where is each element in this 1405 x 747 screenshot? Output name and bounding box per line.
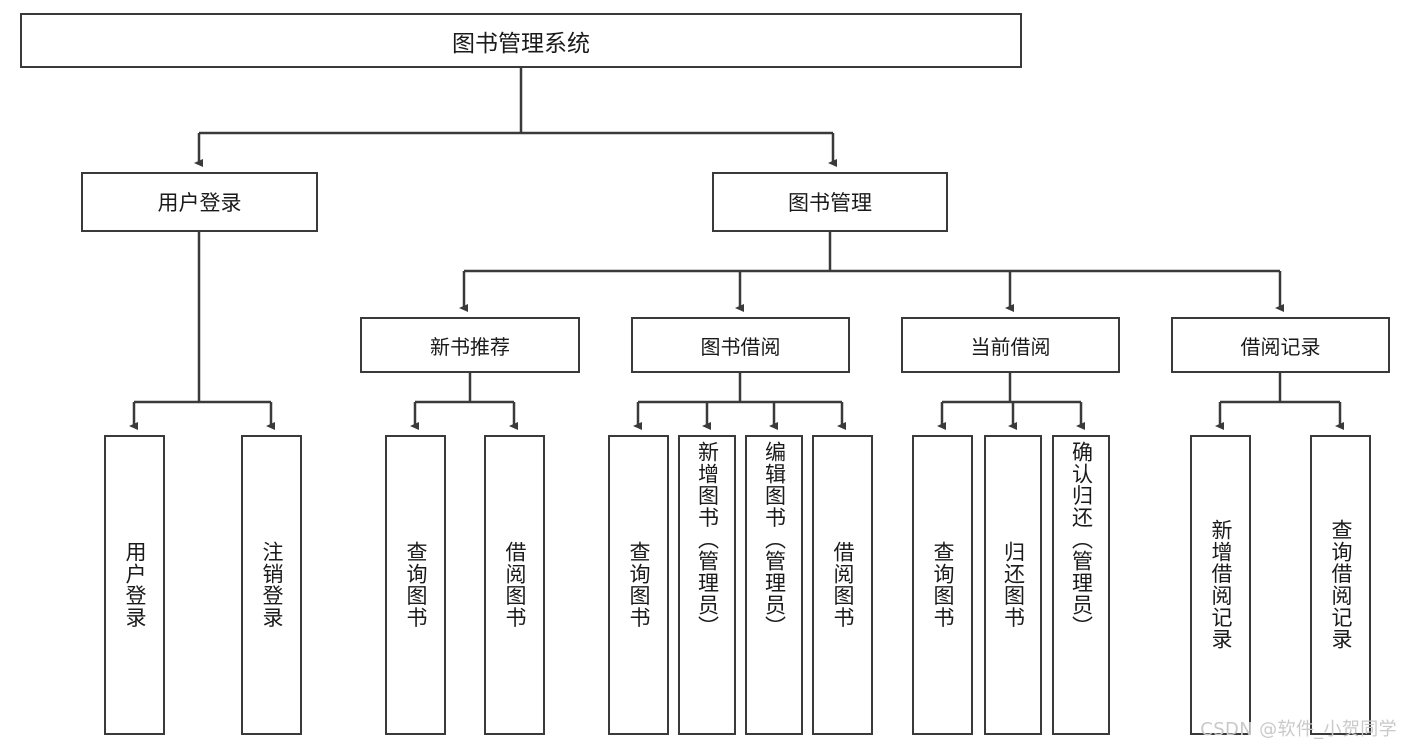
leaf-user-login[interactable]: 用户登录 (104, 435, 165, 735)
leaf-query-book-current[interactable]: 查询图书 (912, 435, 973, 735)
leaf-borrow-book[interactable]: 借阅图书 (812, 435, 873, 735)
node-new-book-recommend[interactable]: 新书推荐 (360, 317, 580, 373)
leaf-confirm-return-admin-label: 确认归还（管理员） (1069, 441, 1094, 638)
node-root[interactable]: 图书管理系统 (20, 13, 1022, 68)
leaf-query-borrow-record-label: 查询借阅记录 (1328, 519, 1353, 651)
leaf-return-book-label: 归还图书 (1001, 541, 1026, 629)
leaf-user-logout-label: 注销登录 (259, 541, 284, 629)
edges-records-to-leaves (1215, 373, 1344, 430)
leaf-user-logout[interactable]: 注销登录 (241, 435, 302, 735)
node-borrow-records-label: 借阅记录 (1240, 334, 1321, 359)
leaf-confirm-return-admin[interactable]: 确认归还（管理员） (1052, 435, 1110, 735)
leaf-borrow-book-label: 借阅图书 (830, 541, 855, 629)
leaf-return-book[interactable]: 归还图书 (984, 435, 1042, 735)
edges-login-to-leaves (129, 232, 275, 430)
node-root-label: 图书管理系统 (452, 30, 590, 57)
leaf-edit-book-admin-label: 编辑图书（管理员） (762, 441, 787, 638)
node-new-book-recommend-label: 新书推荐 (430, 334, 510, 359)
leaf-query-book-borrow[interactable]: 查询图书 (608, 435, 669, 735)
node-book-borrow[interactable]: 图书借阅 (631, 317, 850, 373)
edges-current-to-leaves (937, 373, 1085, 430)
leaf-borrow-book-recommend-label: 借阅图书 (502, 541, 527, 629)
node-current-borrow-label: 当前借阅 (970, 334, 1051, 359)
leaf-query-book-current-label: 查询图书 (930, 541, 955, 629)
node-book-borrow-label: 图书借阅 (700, 334, 781, 359)
leaf-query-book-recommend[interactable]: 查询图书 (385, 435, 446, 735)
leaf-user-login-label: 用户登录 (122, 541, 147, 629)
edges-borrow-to-leaves (633, 373, 846, 430)
leaf-edit-book-admin[interactable]: 编辑图书（管理员） (745, 435, 803, 735)
leaf-add-borrow-record-label: 新增借阅记录 (1208, 519, 1233, 651)
leaf-query-book-recommend-label: 查询图书 (403, 541, 428, 629)
node-current-borrow[interactable]: 当前借阅 (901, 317, 1120, 373)
leaf-add-borrow-record[interactable]: 新增借阅记录 (1190, 435, 1251, 735)
node-borrow-records[interactable]: 借阅记录 (1171, 317, 1390, 373)
edges-root-to-level1 (194, 68, 837, 167)
leaf-query-borrow-record[interactable]: 查询借阅记录 (1310, 435, 1371, 735)
node-book-management[interactable]: 图书管理 (712, 172, 948, 232)
node-user-login[interactable]: 用户登录 (81, 172, 318, 232)
node-book-management-label: 图书管理 (788, 191, 872, 215)
leaf-query-book-borrow-label: 查询图书 (626, 541, 651, 629)
leaf-add-book-admin-label: 新增图书（管理员） (695, 441, 720, 638)
edges-bookmgmt-to-level2 (459, 232, 1284, 312)
node-user-login-label: 用户登录 (157, 191, 242, 215)
leaf-add-book-admin[interactable]: 新增图书（管理员） (678, 435, 736, 735)
edges-newbook-to-leaves (410, 373, 518, 430)
leaf-borrow-book-recommend[interactable]: 借阅图书 (484, 435, 545, 735)
